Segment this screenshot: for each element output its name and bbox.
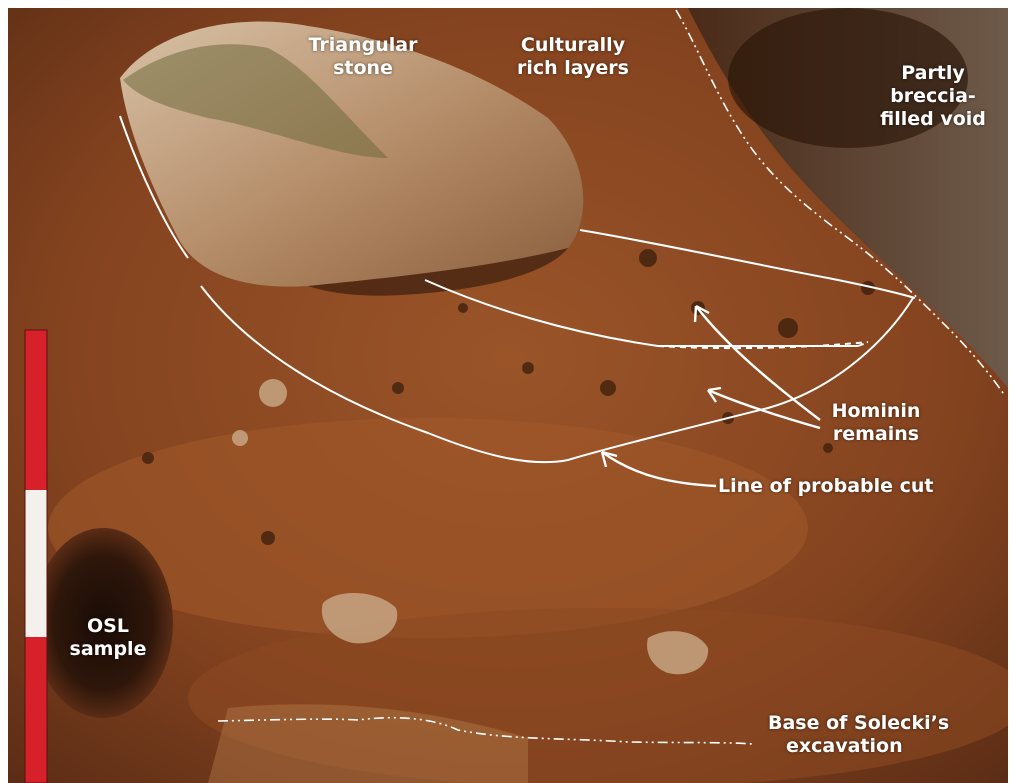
breccia-void-label: Partly breccia- filled void bbox=[863, 62, 1003, 131]
void-boundary-line bbox=[675, 9, 1006, 397]
hominin-remains-label: Hominin remains bbox=[816, 400, 936, 446]
triangular-stone-label: Triangular stone bbox=[293, 34, 433, 80]
culturally-rich-label-line2: rich layers bbox=[517, 57, 629, 79]
culturally-rich-line bbox=[424, 279, 858, 347]
triangular-stone-label-line2: stone bbox=[333, 57, 393, 79]
probable-cut-label-text: Line of probable cut bbox=[718, 475, 934, 497]
stone-shadow bbox=[308, 248, 568, 296]
light-pebbles bbox=[232, 379, 709, 675]
lower-sediment bbox=[188, 608, 1008, 783]
osl-label-line1: OSL bbox=[87, 615, 129, 637]
excavation-photo: Triangular stone Culturally rich layers … bbox=[8, 8, 1008, 783]
osl-sample-hole bbox=[33, 528, 173, 718]
excavation-scene bbox=[8, 8, 1008, 783]
osl-label-line2: sample bbox=[69, 638, 147, 660]
upper-layer-line bbox=[579, 229, 916, 299]
solecki-label-line2: excavation bbox=[786, 735, 903, 757]
dash-dot-boundaries bbox=[217, 9, 1006, 745]
triangular-stone-label-line1: Triangular bbox=[308, 34, 418, 56]
cut-arrow bbox=[601, 451, 717, 488]
void-shadow bbox=[728, 8, 968, 148]
probable-cut-line bbox=[200, 285, 914, 464]
pale-base-sediment bbox=[208, 704, 528, 783]
solecki-label-line1: Base of Solecki’s bbox=[768, 712, 950, 734]
culturally-rich-line-dashed bbox=[657, 341, 869, 350]
orange-sediment-band bbox=[48, 418, 808, 638]
stone-moss bbox=[123, 44, 388, 158]
breccia-void-label-line3: filled void bbox=[880, 108, 986, 130]
hominin-arrow-lower bbox=[707, 388, 821, 430]
scale-bar bbox=[24, 329, 48, 783]
solecki-base-line bbox=[217, 716, 754, 745]
annotation-lines bbox=[119, 115, 916, 464]
culturally-rich-label: Culturally rich layers bbox=[503, 34, 643, 80]
stone-outline-line bbox=[119, 115, 189, 259]
hominin-arrow-upper bbox=[695, 305, 821, 421]
culturally-rich-label-line1: Culturally bbox=[520, 34, 626, 56]
osl-sample-label: OSL sample bbox=[58, 615, 158, 661]
probable-cut-label: Line of probable cut bbox=[718, 475, 958, 498]
solecki-base-label: Base of Solecki’s excavation bbox=[768, 712, 968, 758]
hominin-label-line1: Hominin bbox=[831, 400, 921, 422]
annotation-arrows bbox=[600, 304, 821, 488]
breccia-void-label-line1: Partly bbox=[901, 62, 965, 84]
breccia-void-label-line2: breccia- bbox=[890, 85, 976, 107]
hominin-label-line2: remains bbox=[832, 423, 920, 445]
